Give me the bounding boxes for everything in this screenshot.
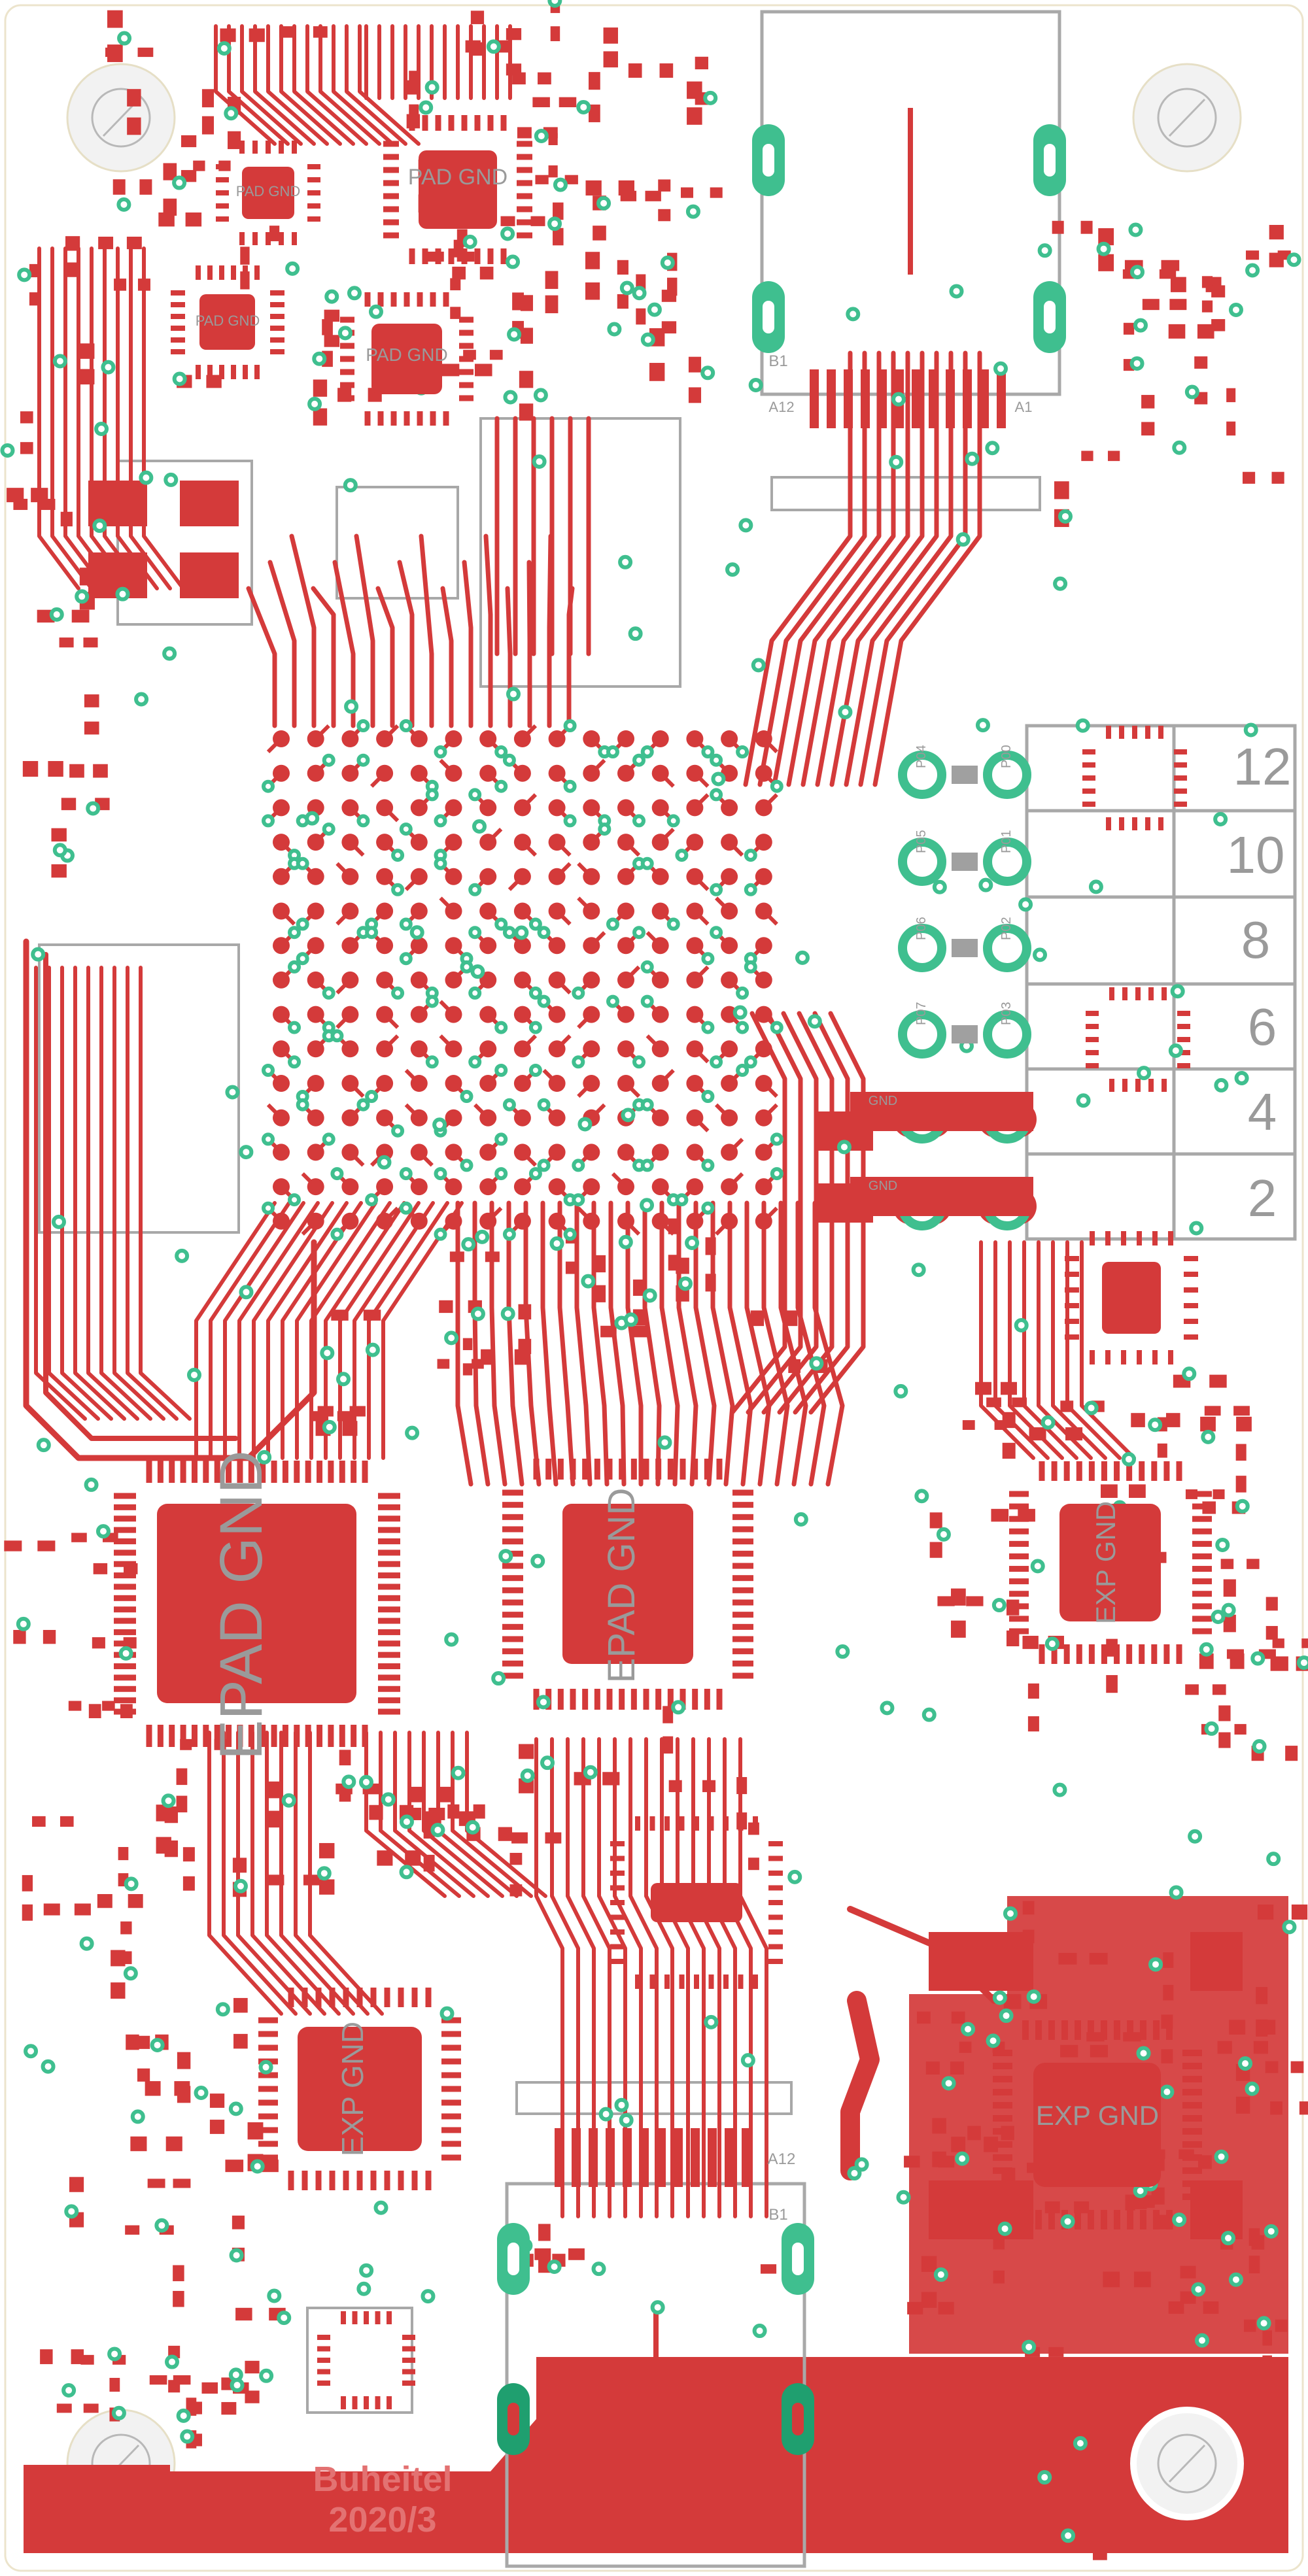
exp-right-pad xyxy=(1059,1504,1161,1621)
gnd-header1-label: GND xyxy=(869,1094,897,1108)
epad-center-pad xyxy=(562,1504,693,1664)
signature-line2: 2020/3 xyxy=(328,2500,436,2539)
signature-line1: Buheitel xyxy=(313,2460,452,2499)
epad-gnd-left-label: EPAD GND xyxy=(208,1450,275,1760)
pad-gnd-small1-label: PAD GND xyxy=(366,345,448,365)
exp-left-pad xyxy=(298,2027,422,2151)
header-pins xyxy=(850,751,1037,1230)
pin-label-p07: P07 xyxy=(914,1002,929,1025)
usb-bot-b1-label: B1 xyxy=(768,2206,787,2224)
pin-label-p03: P03 xyxy=(999,1002,1014,1025)
pad-gnd-small3-label: PAD GND xyxy=(236,183,301,199)
pad-gnd-small1-pad xyxy=(371,324,442,394)
pin-label-p02: P02 xyxy=(999,917,1014,940)
usb-top-a12-label: A12 xyxy=(768,399,794,415)
exp-gnd-power-label: EXP GND xyxy=(1036,2100,1159,2131)
pin-label-p04: P04 xyxy=(914,745,929,768)
bga-chip-pads xyxy=(266,724,778,1236)
sensor-pad xyxy=(1102,1262,1161,1334)
header-label-6: 6 xyxy=(1248,998,1277,1056)
pin-label-p00: P00 xyxy=(999,745,1014,768)
usb-top-b1-label: B1 xyxy=(768,352,787,370)
usb-top-a1-label: A1 xyxy=(1015,399,1033,415)
exp-gnd-right-label: EXP GND xyxy=(1090,1501,1121,1624)
pad-gnd-small2-pad xyxy=(199,294,255,350)
mounting-hole-bottom-right xyxy=(1130,2407,1244,2520)
pin-labels: P04 P05 P06 P07 P00 P01 P02 P03 xyxy=(914,745,1014,1025)
board-outline xyxy=(4,4,1304,2572)
pin-label-p01: P01 xyxy=(999,830,1014,853)
pad-gnd-top-pad xyxy=(419,150,497,229)
usb-c-top-connector xyxy=(760,10,1061,396)
pin-label-p05: P05 xyxy=(914,830,929,853)
bottom-ground-pour xyxy=(24,2357,1288,2553)
header-label-2: 2 xyxy=(1248,1169,1277,1227)
usb-bot-a12-label: A12 xyxy=(768,2150,796,2168)
gnd-header2-label: GND xyxy=(869,1179,897,1193)
exp-power-pad xyxy=(1033,2063,1161,2187)
header-label-8: 8 xyxy=(1241,911,1271,969)
small-ic-pad xyxy=(651,1883,742,1922)
pin-label-p06: P06 xyxy=(914,917,929,940)
header-label-12: 12 xyxy=(1233,737,1292,796)
pad-gnd-small3-pad xyxy=(242,167,294,219)
header-label-4: 4 xyxy=(1248,1083,1277,1141)
mounting-hole-top-right xyxy=(1132,63,1242,173)
usb-shield-slots xyxy=(497,124,1066,2455)
epad-left-pad xyxy=(157,1504,356,1703)
exp-gnd-left-label: EXP GND xyxy=(336,2022,370,2156)
pad-gnd-small2-label: PAD GND xyxy=(196,313,260,329)
header-label-10: 10 xyxy=(1227,826,1285,884)
mounting-hole-top-left xyxy=(66,63,176,173)
epad-gnd-center-label: EPAD GND xyxy=(600,1488,643,1684)
pad-gnd-top-label: PAD GND xyxy=(408,165,508,190)
